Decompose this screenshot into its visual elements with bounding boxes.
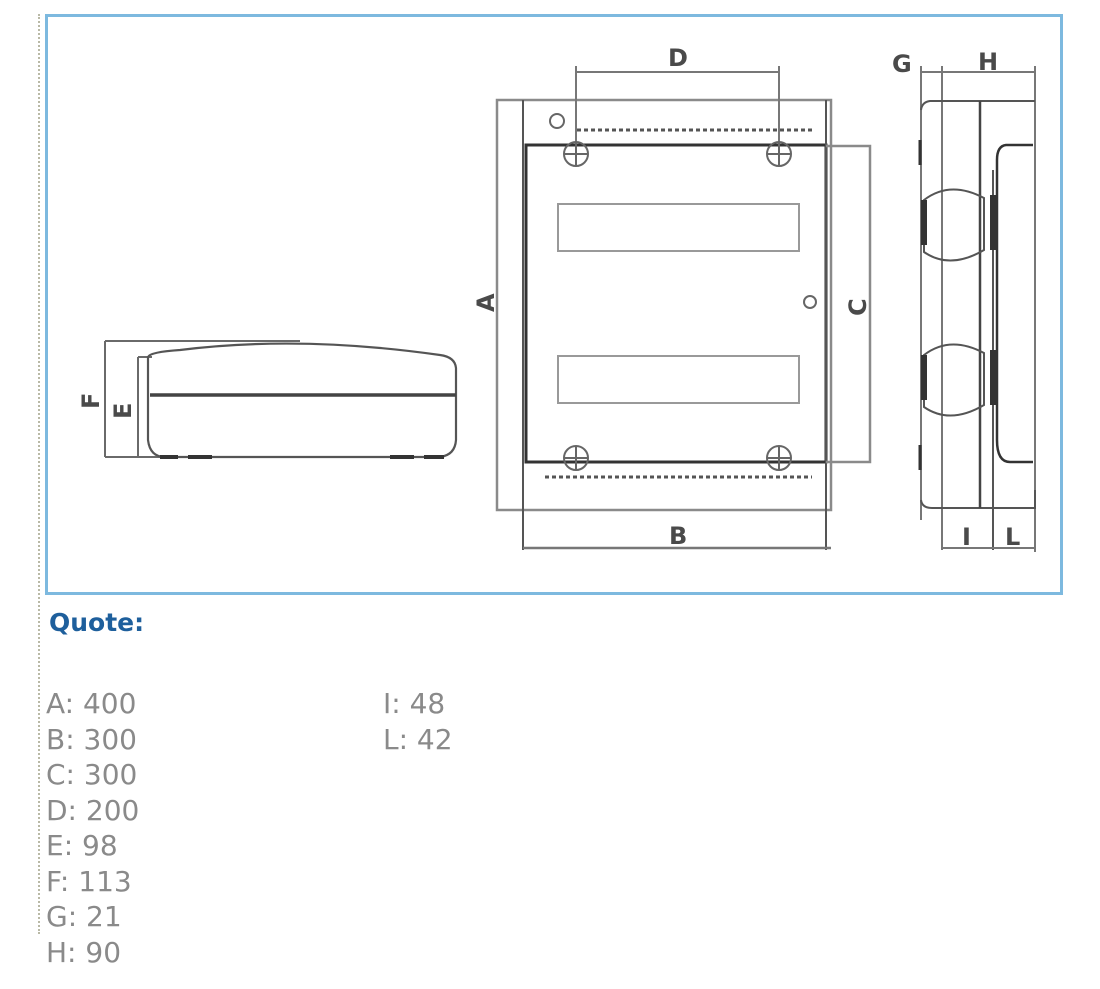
dimension-e: E: 98 [46, 829, 118, 862]
profile-view [918, 66, 1036, 552]
dim-label-c: C [844, 298, 872, 316]
dimension-f: F: 113 [46, 864, 132, 898]
dimension-d: D: 200 [46, 793, 140, 827]
drawing-frame: D B G H I L A C F E [45, 14, 1063, 595]
dim-label-i: I [962, 523, 971, 551]
dimension-a: A: 400 [46, 687, 137, 720]
dimension-l: L: 42 [383, 722, 453, 756]
dimension-g: G: 21 [46, 900, 122, 933]
dim-label-a: A [472, 293, 500, 312]
dimension-b: B: 300 [46, 722, 137, 756]
dimension-h: H: 90 [46, 935, 122, 969]
dimension-c: C: 300 [46, 758, 138, 791]
front-view [495, 66, 872, 550]
dimension-i: I: 48 [383, 687, 446, 720]
side-view [104, 340, 458, 459]
technical-drawing: D B G H I L A C F E [77, 44, 1036, 552]
dim-label-b: B [669, 522, 687, 550]
dotted-margin-rule [38, 14, 40, 934]
dim-label-e: E [109, 403, 137, 419]
dimension-list-secondary: I: 48 L: 42 [383, 686, 453, 757]
dim-label-l: L [1005, 523, 1020, 551]
dimension-list-primary: A: 400 B: 300 C: 300 D: 200 E: 98 F: 113… [46, 686, 139, 970]
dim-label-h: H [978, 48, 998, 76]
dim-label-f: F [77, 393, 105, 409]
dim-label-g: G [892, 50, 912, 78]
dim-label-d: D [668, 44, 688, 72]
quote-heading: Quote: [49, 608, 145, 637]
